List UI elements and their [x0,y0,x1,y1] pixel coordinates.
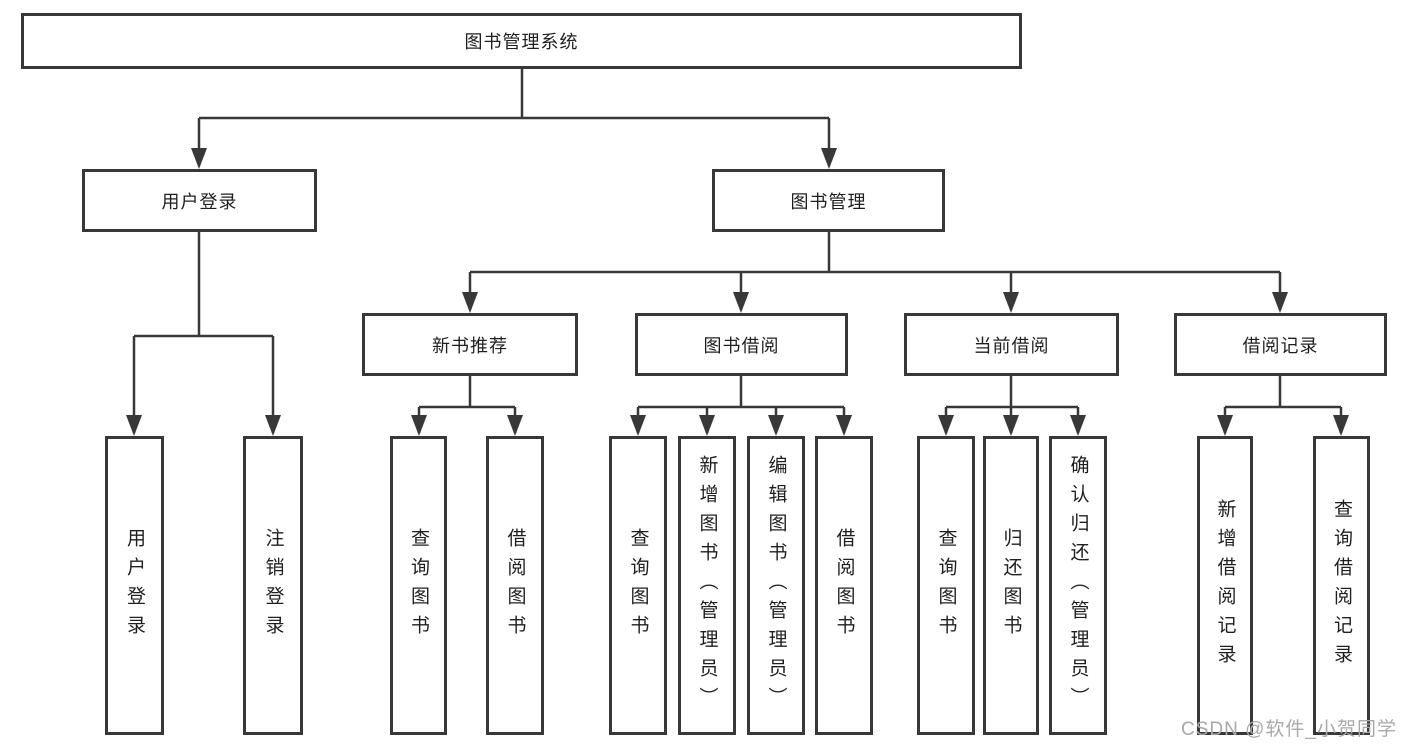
node-label: 借阅记录 [1242,335,1319,356]
leaf-label: 查询图书 [408,527,429,644]
leaf-borrow-books: 借阅图书 [815,436,873,735]
leaf-confirm-return-admin: 确认归还（管理员） [1049,436,1107,735]
node-library-management-system: 图书管理系统 [21,13,1022,69]
csdn-watermark: CSDN @软件_小贺同学 [1181,719,1397,740]
leaf-logout: 注销登录 [243,436,303,735]
leaf-label: 查询图书 [627,527,649,644]
leaf-label: 注销登录 [262,527,284,644]
leaf-user-login: 用户登录 [105,436,164,735]
node-label: 图书借阅 [703,335,780,356]
leaf-return-books: 归还图书 [983,436,1039,735]
node-book-borrowing: 图书借阅 [635,313,848,376]
node-label: 图书管理系统 [464,32,579,52]
leaf-label: 查询借阅记录 [1331,498,1352,673]
node-label: 新书推荐 [432,335,508,356]
node-label: 图书管理 [790,191,867,212]
node-current-borrowing: 当前借阅 [904,313,1119,376]
leaf-label: 借阅图书 [833,527,855,644]
leaf-add-borrow-record: 新增借阅记录 [1197,436,1253,735]
node-label: 用户登录 [161,191,238,212]
leaf-label: 新增图书（管理员） [696,455,718,716]
node-new-book-recommendation: 新书推荐 [362,313,578,376]
leaf-borrow-books-recommend: 借阅图书 [486,436,544,735]
leaf-query-books-recommend: 查询图书 [390,436,447,735]
leaf-label: 归还图书 [1000,527,1022,644]
leaf-label: 确认归还（管理员） [1067,455,1089,716]
arrowheads [126,148,1349,436]
leaf-query-books-borrowing: 查询图书 [609,436,667,735]
leaf-label: 查询图书 [935,527,957,644]
leaf-label: 新增借阅记录 [1214,498,1236,673]
leaf-label: 编辑图书（管理员） [765,455,787,716]
node-label: 当前借阅 [973,335,1050,356]
leaf-label: 用户登录 [124,527,145,644]
leaf-label: 借阅图书 [504,527,526,644]
leaf-query-borrow-record: 查询借阅记录 [1313,436,1370,735]
node-book-management: 图书管理 [712,169,945,232]
node-borrow-records: 借阅记录 [1174,313,1387,376]
leaf-query-books-current: 查询图书 [917,436,975,735]
leaf-add-books-admin: 新增图书（管理员） [678,436,736,735]
node-user-login: 用户登录 [82,169,317,232]
leaf-edit-books-admin: 编辑图书（管理员） [747,436,805,735]
